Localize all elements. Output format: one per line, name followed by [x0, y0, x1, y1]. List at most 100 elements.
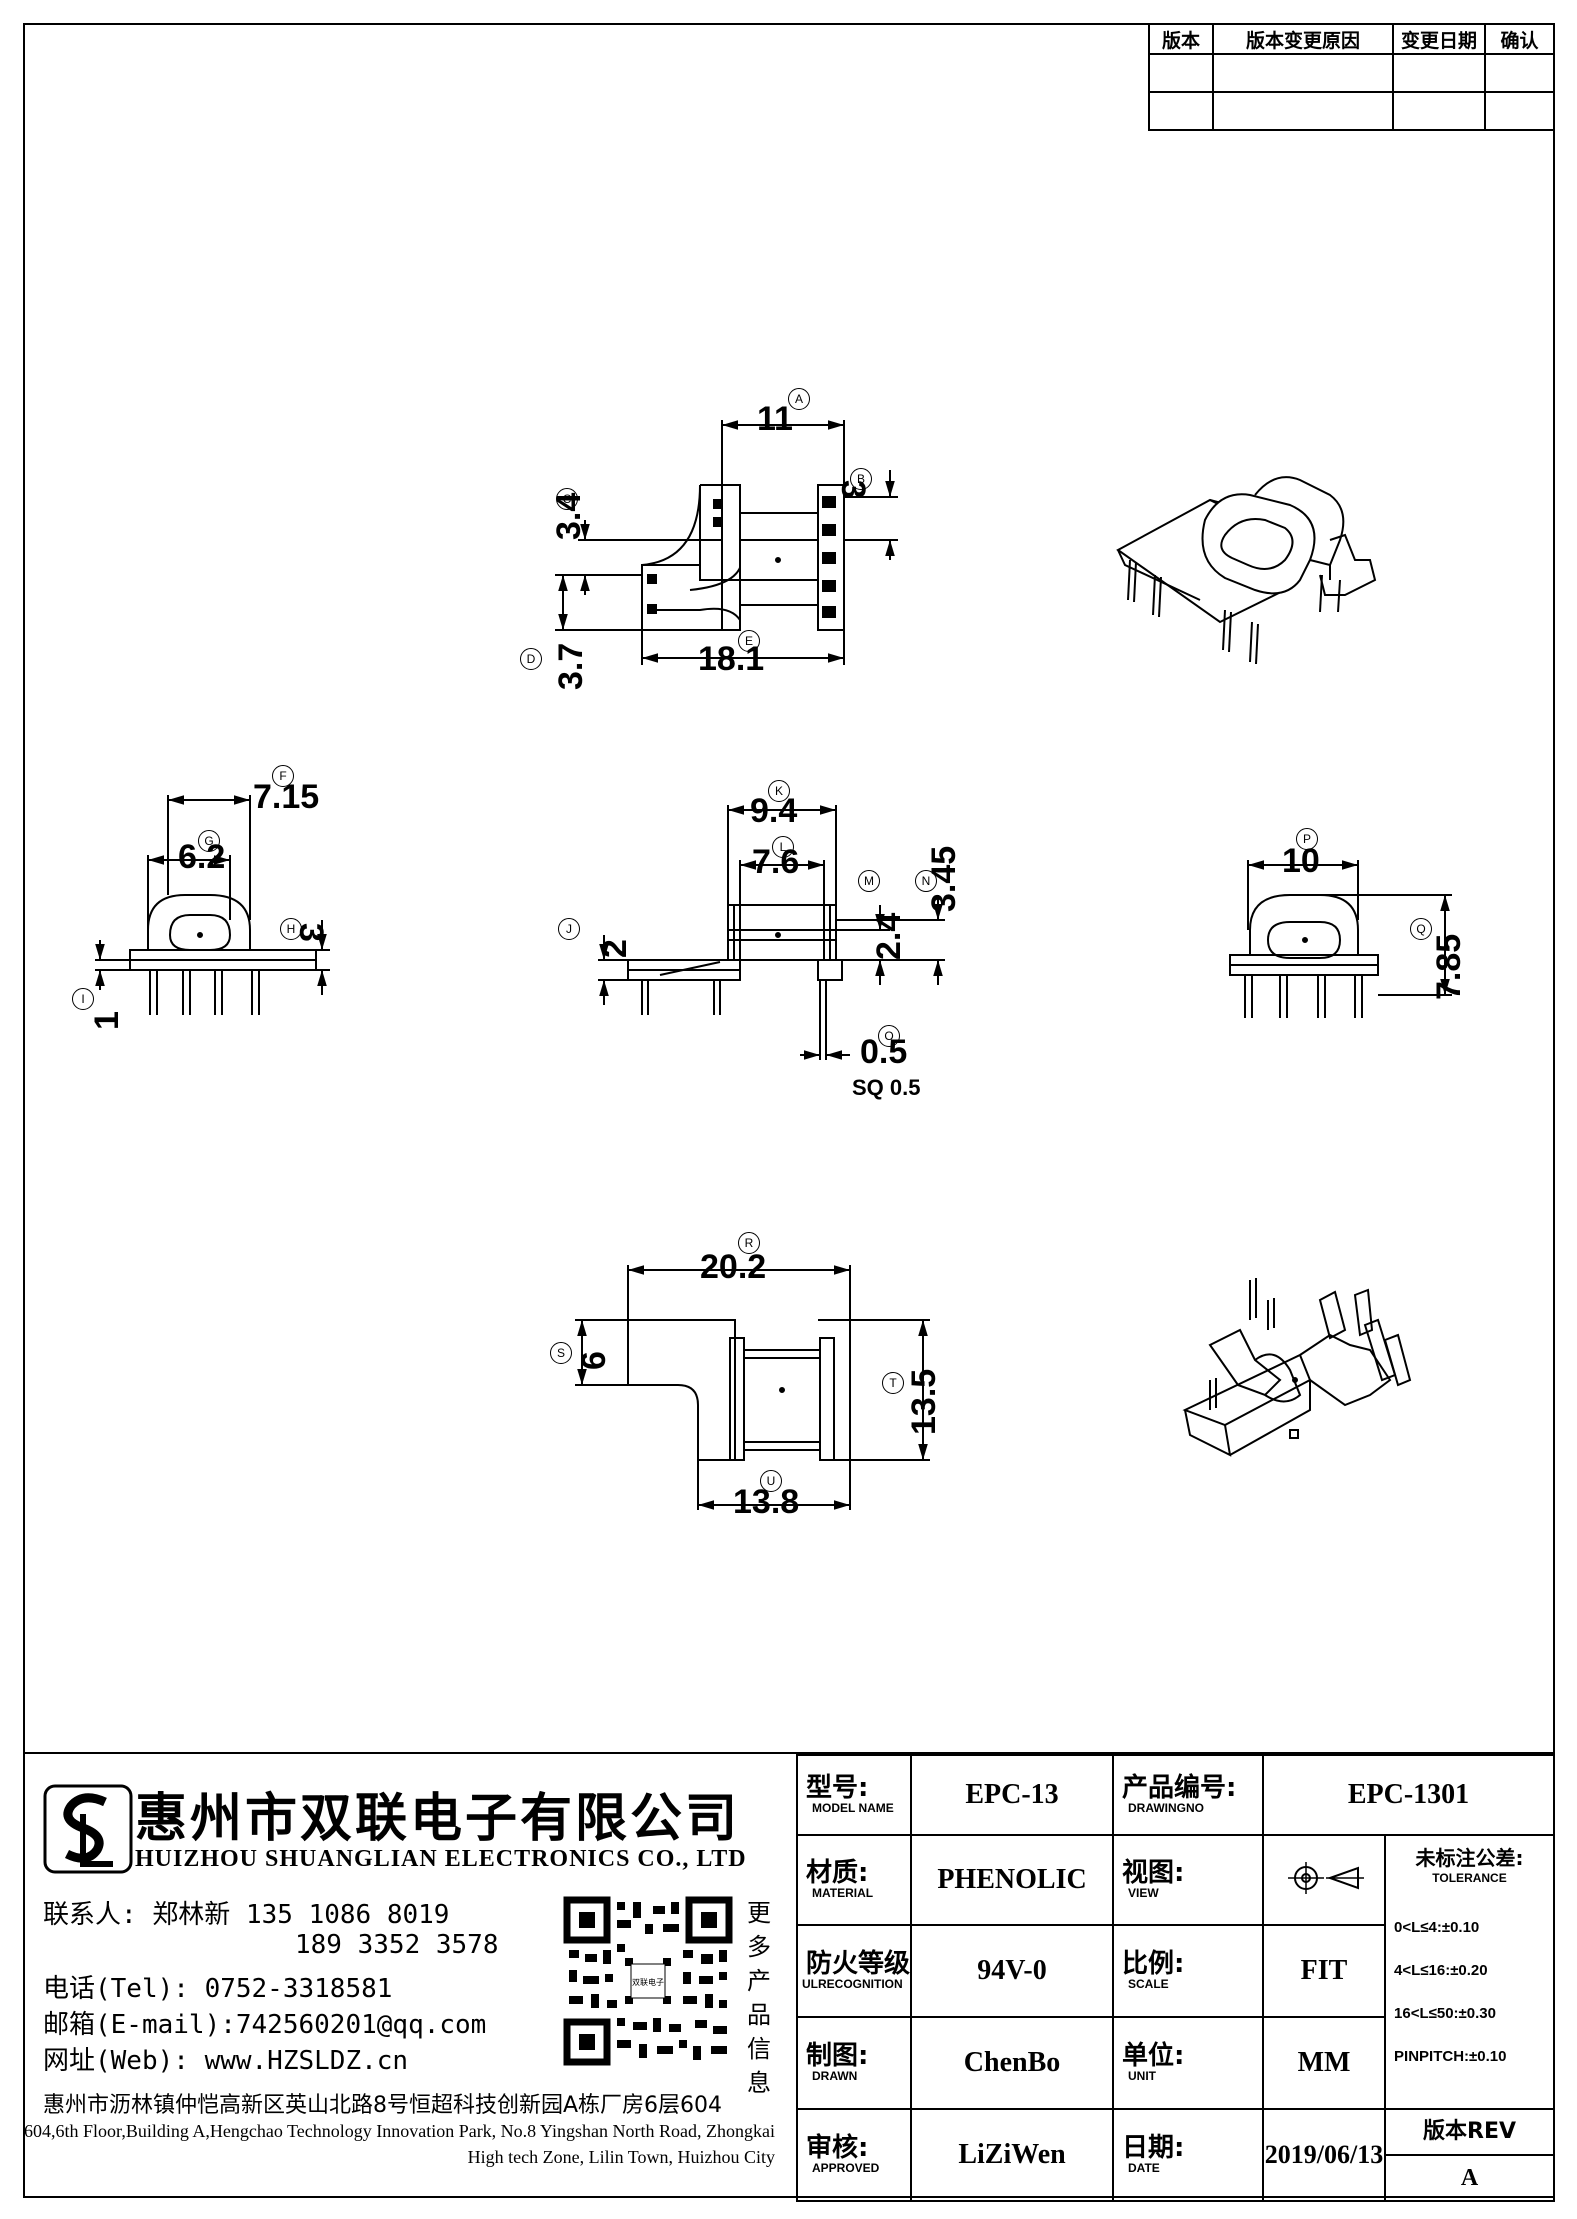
info-grid: 型号: MODEL NAME EPC-13 产品编号: DRAWINGNO EP…: [795, 1754, 1555, 2202]
approved-label-cell: 审核: APPROVED: [795, 2108, 913, 2202]
date-label-cell: 日期: DATE: [1112, 2108, 1265, 2202]
unit-value: MM: [1262, 2016, 1387, 2110]
scale-value: FIT: [1262, 1924, 1387, 2018]
dim-u-tag: U: [760, 1470, 782, 1492]
third-angle-projection-icon: [1288, 1861, 1365, 1894]
address-en: 604,6th Floor,Building A,Hengchao Techno…: [24, 2121, 775, 2167]
material-label-cell: 材质: MATERIAL: [795, 1834, 913, 1926]
iso-view-bottom: [1182, 1278, 1412, 1457]
rev-header-date: 变更日期: [1392, 22, 1486, 56]
qr-caption: 更多产品信息: [747, 1899, 771, 2097]
flame-value: 94V-0: [910, 1924, 1115, 2018]
material-label-en: MATERIAL: [812, 1886, 874, 1900]
dim-j-tag: J: [558, 918, 580, 940]
drawn-value: ChenBo: [910, 2016, 1115, 2110]
bottom-view: [575, 1265, 930, 1510]
approved-value: LiZiWen: [910, 2108, 1115, 2202]
tolerance-label-en: TOLERANCE: [1432, 1871, 1507, 1885]
iso-view-top: [1116, 476, 1377, 665]
drawn-label: 制图:: [806, 2041, 869, 2071]
unit-label-en: UNIT: [1128, 2069, 1157, 2083]
drawing-label-en: DRAWINGNO: [1128, 1801, 1205, 1815]
company-logo-icon: [43, 1784, 133, 1874]
dim-m-tag: M: [858, 870, 880, 892]
qr-code[interactable]: 双联电子: [563, 1896, 733, 2066]
tolerance-line-4: PINPITCH:±0.10: [1394, 2048, 1507, 2065]
dim-b-tag: B: [850, 468, 872, 490]
scale-label: 比例:: [1122, 1949, 1185, 1979]
right-view: [1229, 860, 1452, 1018]
material-value: PHENOLIC: [910, 1834, 1115, 1926]
dim-d-tag: D: [520, 648, 542, 670]
dim-q: 7.85: [1430, 933, 1468, 1000]
rev-cell: [1212, 53, 1394, 94]
contact-person: 联系人: 郑林新 135 1086 8019: [43, 1900, 450, 1930]
drawing-value: EPC-1301: [1262, 1754, 1555, 1836]
dim-r-tag: R: [738, 1232, 760, 1254]
unit-label-cell: 单位: UNIT: [1112, 2016, 1265, 2110]
approved-label: 审核:: [806, 2133, 869, 2163]
material-label: 材质:: [806, 1858, 869, 1888]
dim-a-tag: A: [788, 388, 810, 410]
dim-k-tag: K: [768, 780, 790, 802]
flame-label-cell: 防火等级 ULRECOGNITION: [795, 1924, 913, 2018]
dim-e-tag: E: [738, 630, 760, 652]
revision-cell: 版本REV A: [1384, 2108, 1555, 2202]
rev-cell: [1392, 91, 1486, 131]
rev-header-confirm: 确认: [1484, 22, 1555, 56]
company-web: 网址(Web): www.HZSLDZ.cn: [43, 2046, 409, 2076]
dim-f-tag: F: [272, 765, 294, 787]
drawing-info-panel: 型号: MODEL NAME EPC-13 产品编号: DRAWINGNO EP…: [795, 1754, 1555, 2202]
dim-s: 6: [575, 1351, 613, 1370]
rev-value: A: [1460, 2165, 1479, 2191]
revision-table: 版本 版本变更原因 变更日期 确认: [1148, 22, 1555, 131]
dim-d: 3.7: [552, 642, 590, 690]
scale-label-en: SCALE: [1128, 1977, 1169, 1991]
drawing-label: 产品编号:: [1122, 1773, 1237, 1803]
model-value: EPC-13: [910, 1754, 1115, 1836]
rev-label: 版本REV: [1386, 2110, 1553, 2156]
model-label: 型号:: [806, 1773, 869, 1803]
drawn-label-en: DRAWN: [812, 2069, 858, 2083]
top-view: [555, 420, 898, 665]
date-label-en: DATE: [1128, 2161, 1160, 2175]
model-label-cell: 型号: MODEL NAME: [795, 1754, 913, 1836]
company-panel: 惠州市双联电子有限公司 HUIZHOU SHUANGLIAN ELECTRONI…: [23, 1754, 795, 2200]
dim-h-tag: H: [280, 918, 302, 940]
dim-t: 13.5: [905, 1368, 943, 1435]
drawing-label-cell: 产品编号: DRAWINGNO: [1112, 1754, 1265, 1836]
dim-i: 1: [88, 1011, 126, 1030]
rev-cell: [1392, 53, 1486, 94]
technical-drawing: [95, 420, 1452, 1510]
date-label: 日期:: [1122, 2133, 1185, 2163]
dim-q-tag: Q: [1410, 918, 1432, 940]
dim-l-tag: L: [772, 836, 794, 858]
left-view: [95, 795, 330, 1015]
flame-label: 防火等级: [806, 1949, 911, 1979]
company-name-en: HUIZHOU SHUANGLIAN ELECTRONICS CO., LTD: [135, 1846, 747, 1872]
contact-phone-2: 189 3352 3578: [295, 1930, 499, 1960]
dim-c-tag: C: [556, 488, 578, 510]
title-block: 惠州市双联电子有限公司 HUIZHOU SHUANGLIAN ELECTRONI…: [23, 1752, 1555, 2202]
rev-cell: [1148, 91, 1214, 131]
rev-header-version: 版本: [1148, 22, 1214, 56]
projection-symbol-cell: [1262, 1834, 1387, 1926]
dim-t-tag: T: [882, 1372, 904, 1394]
dim-n-tag: N: [915, 870, 937, 892]
view-label-cell: 视图: VIEW: [1112, 1834, 1265, 1926]
dim-a: 11: [757, 400, 793, 438]
model-label-en: MODEL NAME: [812, 1801, 894, 1815]
dim-p-tag: P: [1296, 828, 1318, 850]
dim-r: 20.2: [700, 1248, 767, 1286]
dim-g-tag: G: [198, 830, 220, 852]
company-email: 邮箱(E-mail):742560201@qq.com: [43, 2010, 487, 2040]
scale-label-cell: 比例: SCALE: [1112, 1924, 1265, 2018]
dim-o-tag: O: [878, 1025, 900, 1047]
company-name-cn: 惠州市双联电子有限公司: [135, 1788, 741, 1849]
address-cn: 惠州市沥林镇仲恺高新区英山北路8号恒超科技创新园A栋厂房6层604: [43, 2093, 723, 2118]
rev-cell: [1484, 91, 1555, 131]
rev-cell: [1148, 53, 1214, 94]
rev-cell: [1212, 91, 1394, 131]
tolerance-line-2: 4<L≤16:±0.20: [1394, 1962, 1488, 1979]
tolerance-line-1: 0<L≤4:±0.10: [1394, 1919, 1480, 1936]
